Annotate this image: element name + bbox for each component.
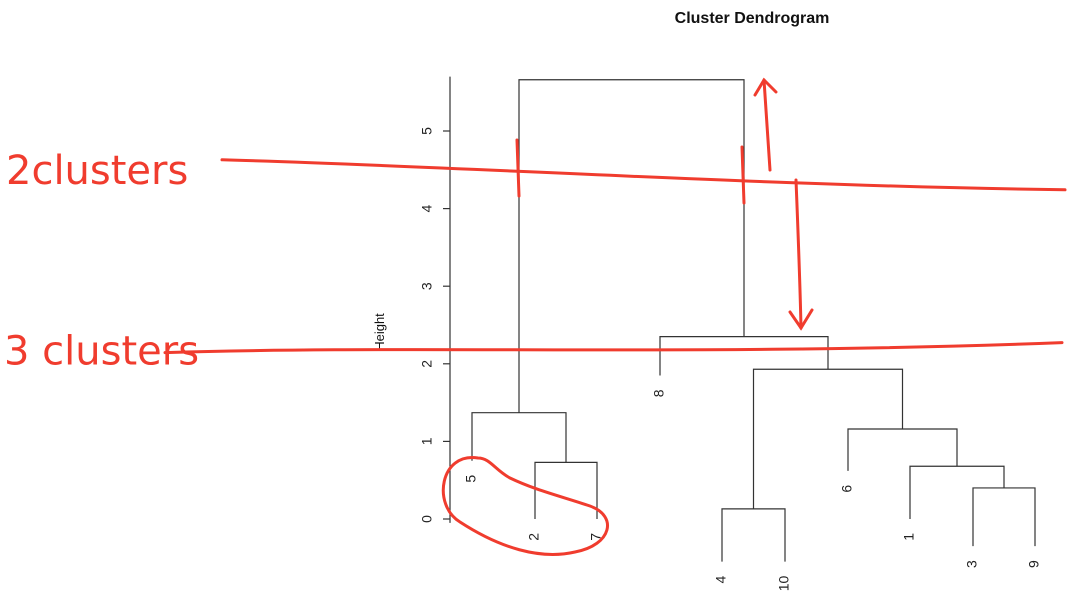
leaf-label: 6 [839, 485, 855, 493]
y-tick-label: 4 [419, 204, 435, 212]
arrow-down-head [788, 308, 814, 331]
cluster-highlight-circle [441, 456, 609, 556]
leaf-labels: 5 2 7 8 4 10 6 1 3 9 [463, 389, 1042, 591]
merge-C [972, 487, 1036, 547]
arrow-up-head [753, 77, 778, 97]
cut-mark-left [515, 138, 521, 198]
leaf-label: 1 [901, 533, 917, 541]
cut-mark-right [740, 145, 746, 205]
merge-G [752, 368, 904, 509]
merge-B [471, 412, 567, 463]
leaf-label: 4 [713, 575, 729, 583]
leaf-label: 5 [463, 475, 479, 483]
cut-label-2-clusters: 2clusters [6, 148, 188, 194]
y-tick-label: 2 [419, 360, 435, 368]
y-tick-label: 5 [419, 127, 435, 135]
leaf-label: 7 [588, 533, 604, 541]
chart-title: Cluster Dendrogram [675, 10, 830, 27]
cut-line-2-clusters [220, 158, 1067, 192]
leaf-label: 10 [776, 575, 792, 591]
leaf-label: 2 [526, 533, 542, 541]
arrow-up [762, 78, 772, 172]
y-tick-label: 3 [419, 282, 435, 290]
arrow-down [794, 178, 803, 330]
y-axis: 0 1 2 3 4 5 [419, 76, 451, 523]
merge-I [518, 79, 745, 413]
leaf-label: 8 [651, 389, 667, 397]
cut-line-3-clusters [163, 341, 1064, 355]
y-tick-label: 0 [419, 515, 435, 523]
leaf-label: 9 [1026, 560, 1042, 568]
merge-E [847, 428, 958, 471]
y-tick-label: 1 [419, 437, 435, 445]
merge-F [721, 508, 786, 562]
leaf-label: 3 [964, 560, 980, 568]
y-axis-label: Height [372, 313, 387, 351]
merge-D [909, 465, 1005, 519]
dendrogram-tree [471, 79, 1036, 562]
